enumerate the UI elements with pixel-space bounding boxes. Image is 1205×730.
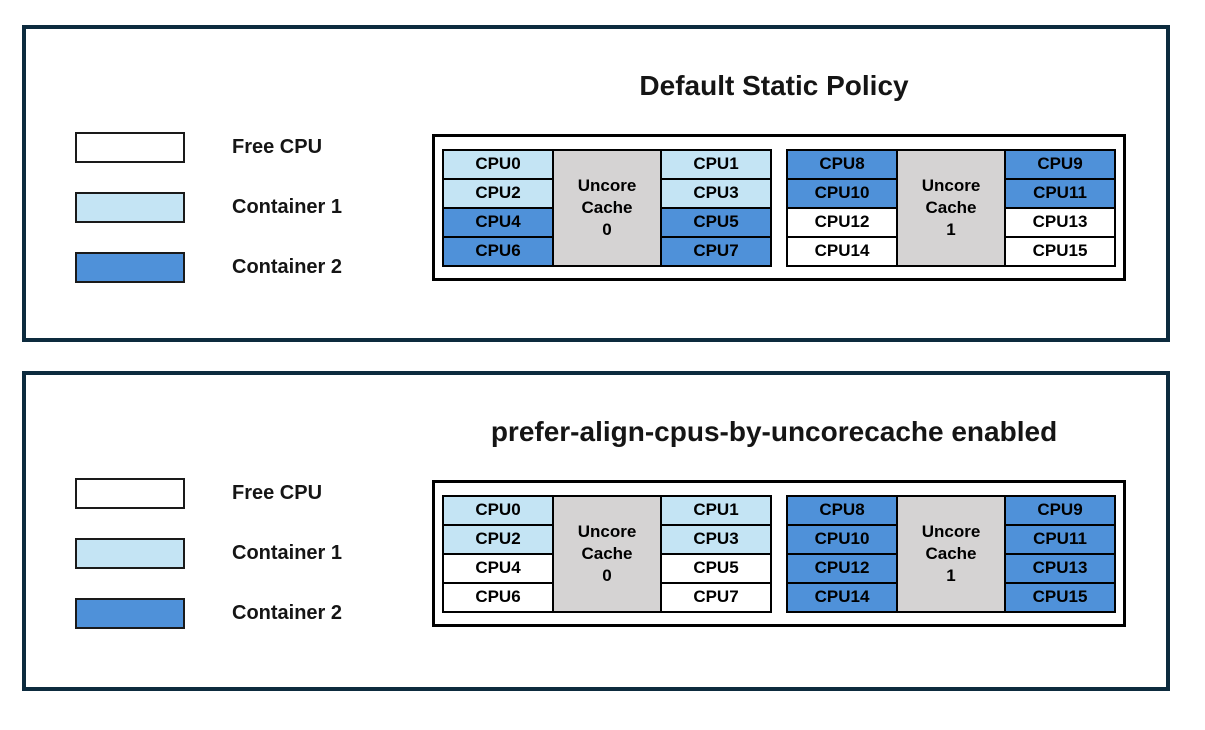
legend-item-container-2: Container 2	[75, 598, 415, 630]
legend-label: Free CPU	[232, 482, 323, 504]
container-2-swatch	[75, 252, 185, 283]
cpu-cell-cpu1: CPU1	[662, 496, 770, 524]
cpu-cell-cpu11: CPU11	[1006, 179, 1114, 207]
uncore-cache-label-line: Uncore	[921, 521, 981, 541]
legend-item-free-cpu: Free CPU	[75, 478, 415, 510]
uncore-cache-label-line: Cache	[925, 543, 977, 563]
panel-default-static-policy: Default Static Policy Free CPU Container …	[22, 25, 1170, 342]
uncore-cache-label-line: Uncore	[577, 521, 637, 541]
panel-prefer-align-cpus-by-uncorecache: prefer-align-cpus-by-uncorecache enabled…	[22, 371, 1170, 691]
cpu-cell-cpu5: CPU5	[662, 208, 770, 236]
cpu-cell-cpu11: CPU11	[1006, 525, 1114, 553]
uncore-cache-label-line: 0	[602, 565, 612, 585]
uncore-cache-label-line: Uncore	[577, 175, 637, 195]
uncore-cache-label-line: 0	[602, 219, 612, 239]
cpu-cell-cpu5: CPU5	[662, 554, 770, 582]
cpu-cell-cpu10: CPU10	[788, 179, 896, 207]
cpu-cell-cpu12: CPU12	[788, 208, 896, 236]
legend-label: Container 1	[232, 542, 343, 564]
legend-label: Container 2	[232, 256, 343, 278]
uncore-cache-label-line: Cache	[581, 197, 633, 217]
uncore-cache-label-line: Cache	[581, 543, 633, 563]
cpu-cell-cpu13: CPU13	[1006, 554, 1114, 582]
legend-label: Container 1	[232, 196, 343, 218]
cpu-cell-cpu0: CPU0	[444, 150, 552, 178]
cpu-cell-cpu6: CPU6	[444, 237, 552, 265]
cpu-cell-cpu2: CPU2	[444, 179, 552, 207]
cpu-cell-cpu12: CPU12	[788, 554, 896, 582]
cpu-cell-cpu7: CPU7	[662, 237, 770, 265]
cpu-cell-cpu9: CPU9	[1006, 150, 1114, 178]
cpu-cell-cpu6: CPU6	[444, 583, 552, 611]
uncore-cache-label-line: Uncore	[921, 175, 981, 195]
legend-label: Free CPU	[232, 136, 323, 158]
uncore-cache-label-line: Cache	[925, 197, 977, 217]
cpu-cell-cpu14: CPU14	[788, 237, 896, 265]
cpu-cell-cpu13: CPU13	[1006, 208, 1114, 236]
container-1-swatch	[75, 192, 185, 223]
cpu-cell-cpu2: CPU2	[444, 525, 552, 553]
cpu-cell-cpu9: CPU9	[1006, 496, 1114, 524]
container-1-swatch	[75, 538, 185, 569]
free-cpu-swatch	[75, 478, 185, 509]
legend: Free CPU Container 1 Container 2	[75, 478, 415, 693]
cpu-cell-cpu1: CPU1	[662, 150, 770, 178]
cpu-cell-cpu15: CPU15	[1006, 583, 1114, 611]
cpu-cell-cpu4: CPU4	[444, 554, 552, 582]
legend: Free CPU Container 1 Container 2	[75, 132, 415, 347]
uncore-cache-label-line: 1	[946, 565, 956, 585]
cpu-cell-cpu14: CPU14	[788, 583, 896, 611]
legend-item-free-cpu: Free CPU	[75, 132, 415, 164]
legend-item-container-2: Container 2	[75, 252, 415, 284]
panel-title: Default Static Policy	[639, 70, 909, 101]
cpu-cell-cpu3: CPU3	[662, 525, 770, 553]
free-cpu-swatch	[75, 132, 185, 163]
legend-item-container-1: Container 1	[75, 538, 415, 570]
cpu-cell-cpu8: CPU8	[788, 496, 896, 524]
cpu-cell-cpu15: CPU15	[1006, 237, 1114, 265]
uncore-cache-label-line: 1	[946, 219, 956, 239]
legend-item-container-1: Container 1	[75, 192, 415, 224]
cpu-cell-cpu4: CPU4	[444, 208, 552, 236]
cpu-cell-cpu3: CPU3	[662, 179, 770, 207]
panel-title: prefer-align-cpus-by-uncorecache enabled	[490, 416, 1058, 447]
cpu-cell-cpu8: CPU8	[788, 150, 896, 178]
cpu-cell-cpu10: CPU10	[788, 525, 896, 553]
cpu-cell-cpu7: CPU7	[662, 583, 770, 611]
cpu-cell-cpu0: CPU0	[444, 496, 552, 524]
container-2-swatch	[75, 598, 185, 629]
legend-label: Container 2	[232, 602, 343, 624]
